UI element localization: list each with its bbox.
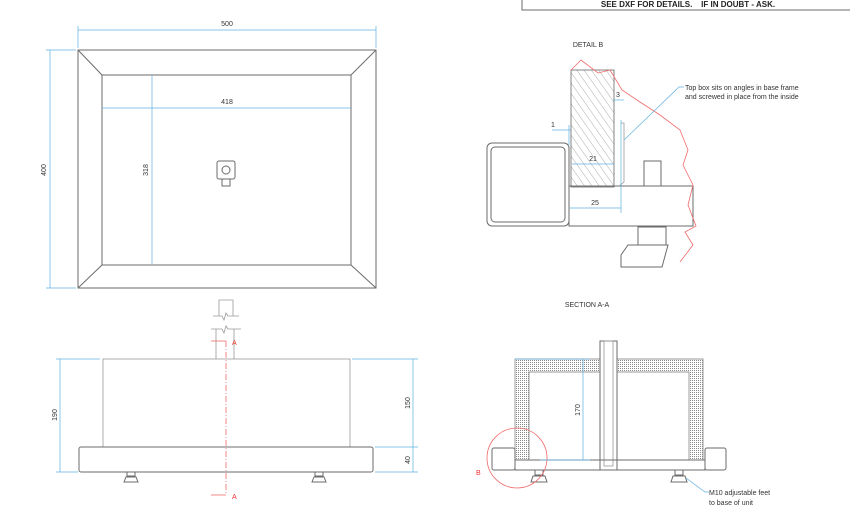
foot-icon (530, 469, 548, 483)
feet-note-line2: to base of unit (709, 500, 753, 507)
section-aa-title: SECTION A-A (565, 302, 610, 309)
dim-width: 500 (221, 21, 233, 28)
detail-b-callout-circle (486, 427, 548, 489)
foot-stud-icon (620, 160, 669, 268)
section-marker-bottom: A (232, 494, 237, 501)
dim-25: 25 (591, 200, 599, 207)
dim-total-height: 190 (52, 409, 59, 421)
section-aa: SECTION A-A B 170 M10 adjustable feet to… (476, 302, 770, 507)
detail-b-title: DETAIL B (573, 42, 604, 49)
front-view: A A 190 150 40 (52, 299, 418, 501)
fixture-icon (216, 160, 236, 187)
dim-21: 21 (589, 156, 597, 163)
dim-inner-depth: 318 (143, 164, 150, 176)
foot-icon (311, 471, 327, 483)
top-view: 500 400 418 318 (41, 21, 377, 289)
dim-170: 170 (575, 404, 582, 416)
detail-b: DETAIL B 21 25 1 3 Top box sits on angle… (486, 42, 799, 268)
dim-box-height: 150 (405, 397, 412, 409)
dim-depth: 400 (41, 164, 48, 176)
dim-1: 1 (551, 122, 555, 129)
detail-b-note-line1: Top box sits on angles in base frame (685, 85, 799, 92)
header-note: SEE DXF FOR DETAILS. IF IN DOUBT - ASK. (521, 0, 850, 11)
dim-base-height: 40 (405, 456, 412, 464)
dim-3: 3 (616, 92, 620, 99)
foot-icon (670, 469, 688, 483)
feet-note-line1: M10 adjustable feet (709, 490, 770, 497)
dim-inner-width: 418 (221, 99, 233, 106)
foot-icon (123, 471, 139, 483)
detail-b-marker: B (476, 470, 481, 477)
section-marker-top: A (232, 340, 237, 347)
detail-b-note-line2: and screwed in place from the inside (685, 94, 799, 101)
header-note-text: SEE DXF FOR DETAILS. IF IN DOUBT - ASK. (601, 0, 775, 9)
